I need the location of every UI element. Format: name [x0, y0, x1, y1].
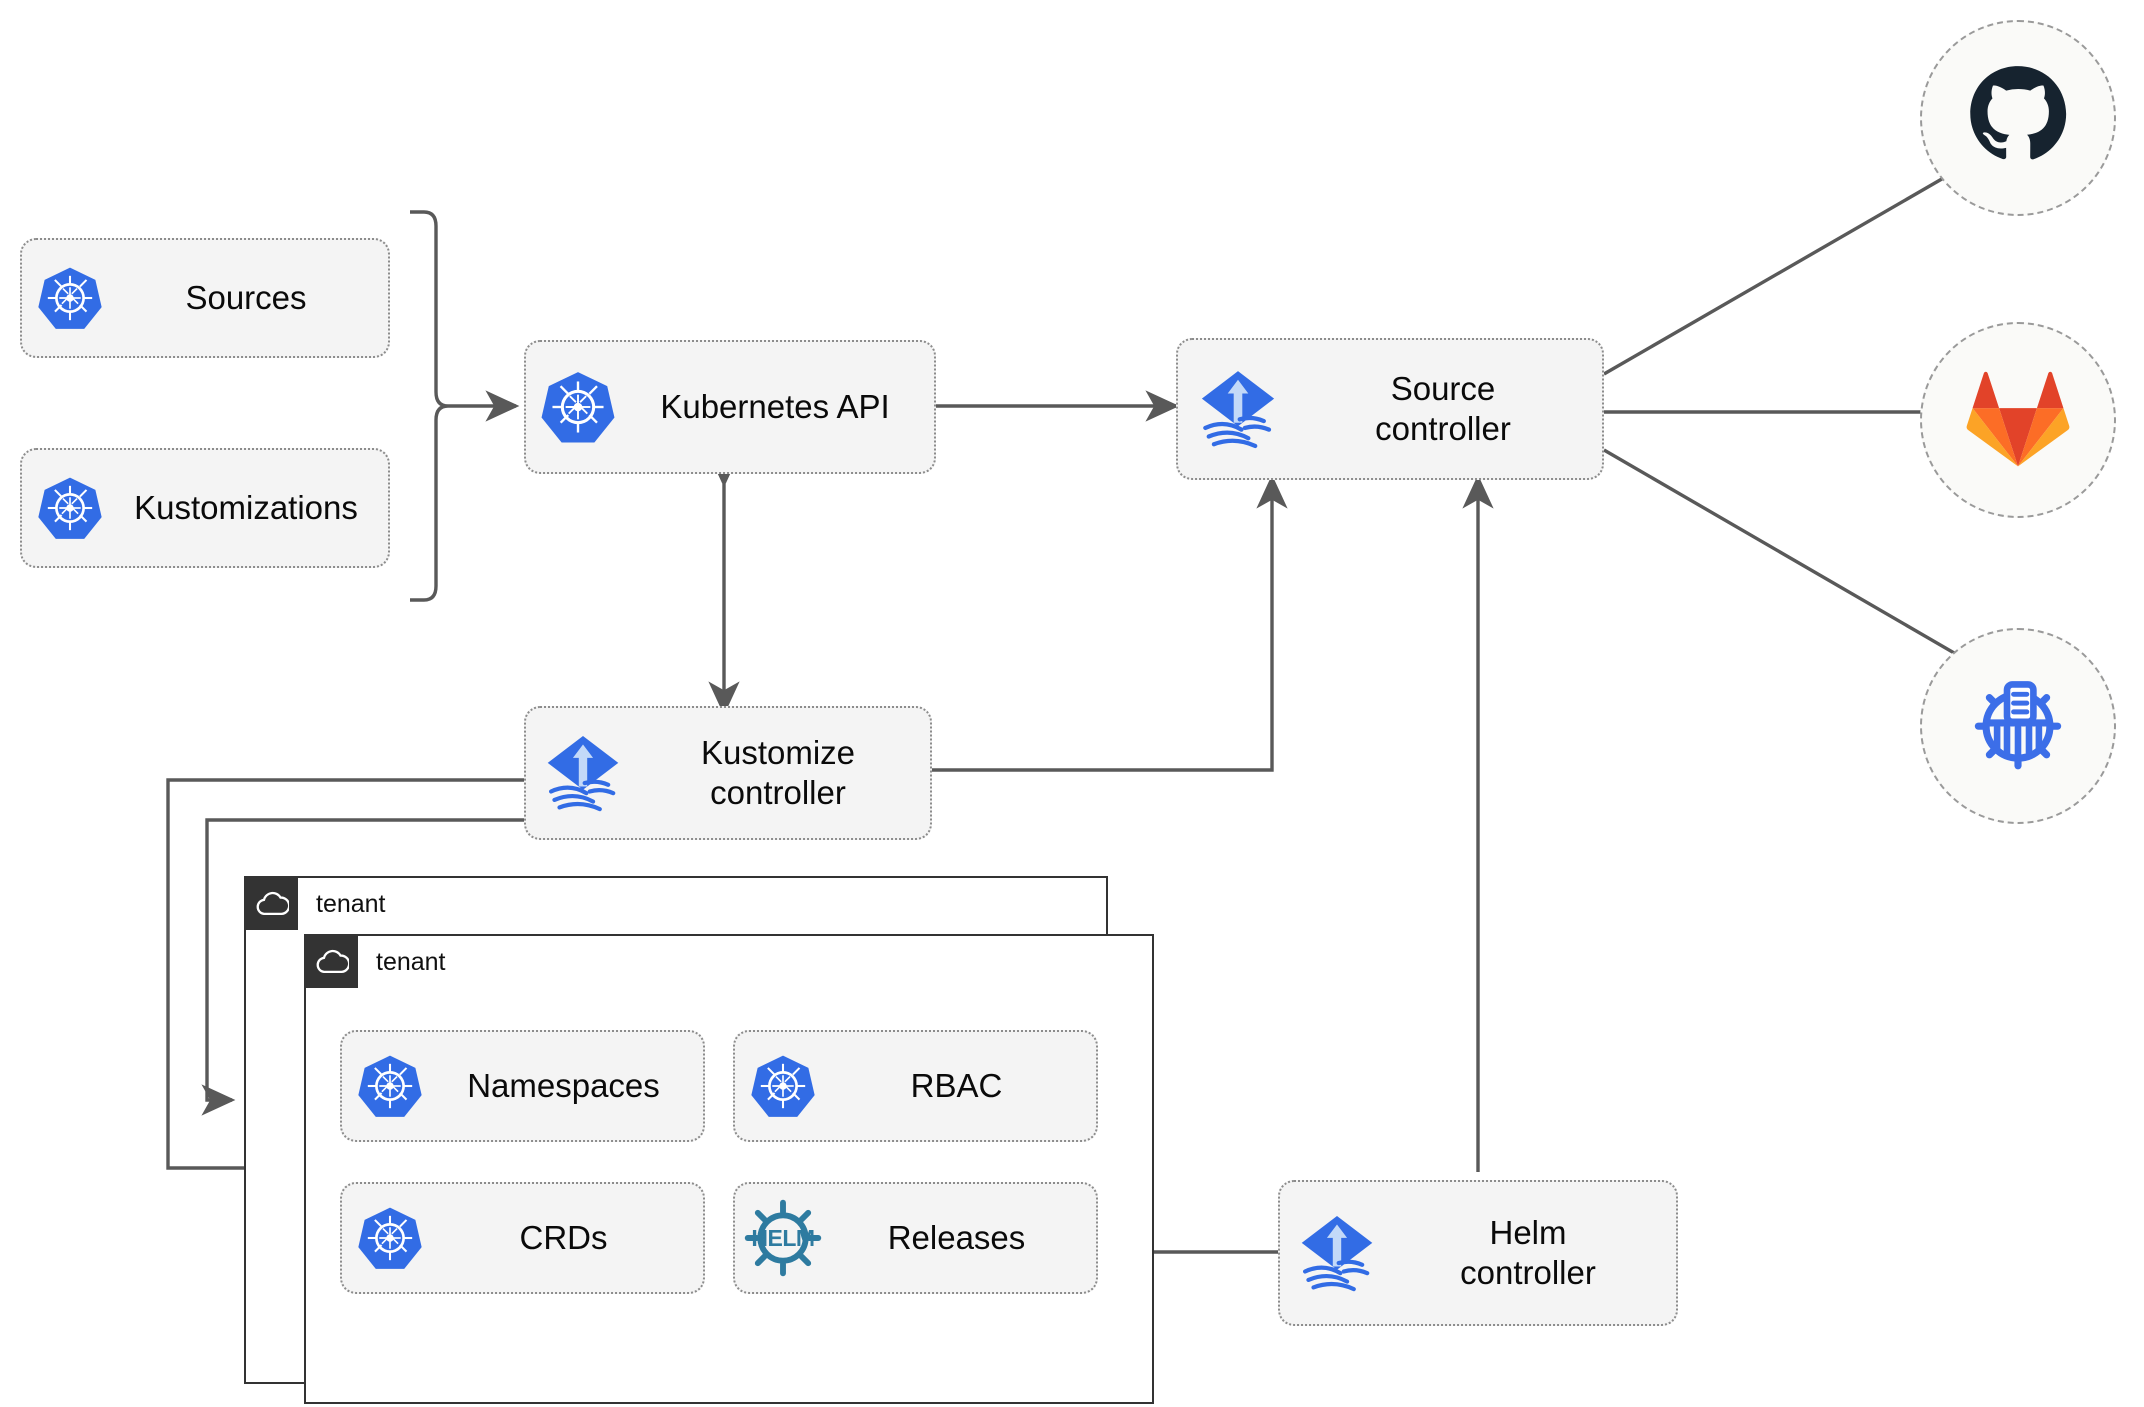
- tenant-header: tenant: [306, 936, 446, 988]
- tenant-container-2[interactable]: tenant: [304, 934, 1154, 1404]
- tenant-label: tenant: [376, 947, 446, 976]
- node-releases[interactable]: HELM Releases: [733, 1182, 1098, 1294]
- node-label: Kustomizations: [134, 489, 358, 527]
- flux-icon: [1178, 366, 1298, 452]
- flux-icon: [526, 731, 640, 815]
- flux-icon: [1280, 1211, 1394, 1295]
- tenant-label: tenant: [316, 889, 386, 918]
- kubernetes-icon: [22, 265, 118, 331]
- node-label: CRDs: [519, 1219, 608, 1257]
- node-source-controller[interactable]: Source controller: [1176, 338, 1604, 480]
- helm-repository-icon: [1963, 669, 2073, 784]
- cloud-icon: [246, 878, 298, 930]
- kubernetes-icon: [22, 475, 118, 541]
- node-helm-controller[interactable]: Helm controller: [1278, 1180, 1678, 1326]
- node-label: RBAC: [910, 1067, 1003, 1105]
- gitlab-icon: [1966, 366, 2070, 475]
- node-label: Releases: [887, 1219, 1026, 1257]
- kubernetes-icon: [342, 1053, 438, 1119]
- node-kustomizations[interactable]: Kustomizations: [20, 448, 390, 568]
- provider-github[interactable]: [1920, 20, 2116, 216]
- node-rbac[interactable]: RBAC: [733, 1030, 1098, 1142]
- node-kustomize-controller[interactable]: Kustomize controller: [524, 706, 932, 840]
- provider-gitlab[interactable]: [1920, 322, 2116, 518]
- node-namespaces[interactable]: Namespaces: [340, 1030, 705, 1142]
- node-label: Kubernetes API: [660, 388, 890, 426]
- provider-helm-repository[interactable]: [1920, 628, 2116, 824]
- kubernetes-icon: [526, 369, 630, 445]
- node-kubernetes-api[interactable]: Kubernetes API: [524, 340, 936, 474]
- node-label: Sources: [185, 279, 307, 317]
- node-label: Helm controller: [1460, 1214, 1596, 1291]
- node-label: Source controller: [1375, 370, 1511, 447]
- github-icon: [1966, 64, 2070, 173]
- kubernetes-icon: [735, 1053, 831, 1119]
- helm-icon: HELM: [735, 1196, 831, 1280]
- node-sources[interactable]: Sources: [20, 238, 390, 358]
- node-label: Namespaces: [467, 1067, 660, 1105]
- node-crds[interactable]: CRDs: [340, 1182, 705, 1294]
- tenant-header: tenant: [246, 878, 386, 930]
- helm-wordmark: HELM: [751, 1224, 815, 1251]
- kubernetes-icon: [342, 1205, 438, 1271]
- node-label: Kustomize controller: [700, 734, 856, 811]
- cloud-icon: [306, 936, 358, 988]
